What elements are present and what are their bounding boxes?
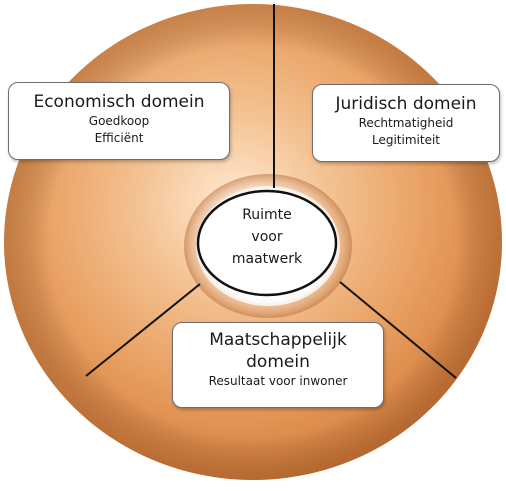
economic-domain-item: Goedkoop	[88, 114, 150, 128]
social-domain-title-line-2: domein	[246, 352, 310, 372]
center-label-line-2: voor	[251, 229, 283, 245]
social-domain-item: Resultaat voor inwoner	[208, 374, 348, 388]
economic-domain-title: Economisch domein	[33, 92, 205, 112]
legal-domain-item: Legitimiteit	[372, 133, 440, 147]
center-label: Ruimte voor maatwerk	[198, 188, 336, 296]
divider-line-left	[85, 283, 201, 377]
social-domain-title-line-1: Maatschappelijk	[209, 330, 347, 350]
center-label-line-3: maatwerk	[231, 251, 303, 267]
legal-domain-item: Rechtmatigheid	[358, 116, 454, 130]
center-label-line-1: Ruimte	[242, 207, 292, 223]
economic-domain-item: Efficiënt	[94, 131, 144, 145]
divider-line-right	[339, 281, 457, 379]
legal-domain-title: Juridisch domein	[335, 94, 477, 114]
center-circle	[196, 189, 338, 297]
legal-domain-box: Juridisch domein Rechtmatigheid Legitimi…	[312, 84, 500, 162]
social-domain-box: Maatschappelijk domein Resultaat voor in…	[172, 322, 384, 408]
economic-domain-box: Economisch domein Goedkoop Efficiënt	[8, 82, 230, 160]
